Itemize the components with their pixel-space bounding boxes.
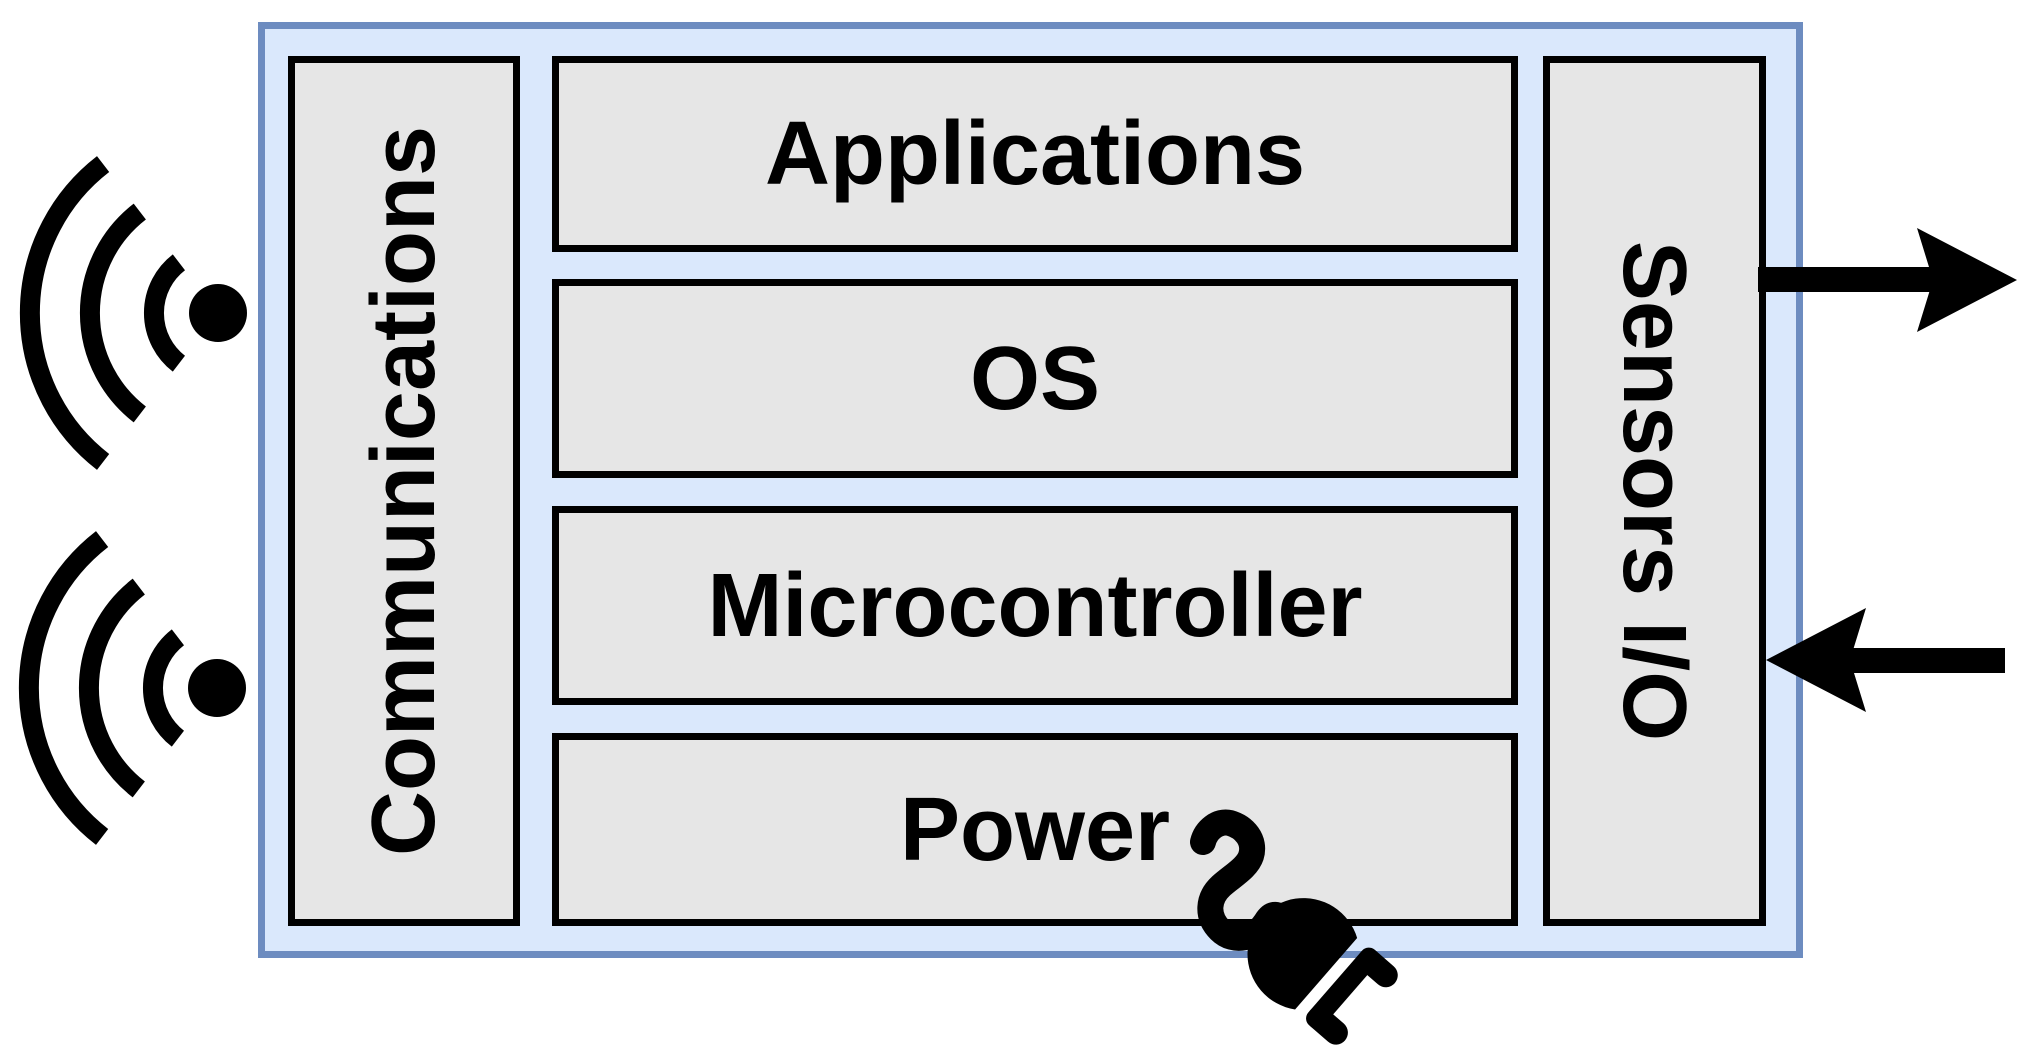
layer-box-os: OS	[552, 279, 1518, 478]
communications-label: Communications	[354, 125, 455, 857]
wifi-signal-icon	[30, 164, 247, 462]
layer-box-applications: Applications	[552, 56, 1518, 252]
applications-label: Applications	[764, 104, 1306, 204]
communications-module: Communications	[288, 56, 520, 926]
sensors-io-module: Sensors I/O	[1543, 56, 1766, 926]
wifi-signal-icon	[29, 539, 246, 837]
sensors-io-label: Sensors I/O	[1604, 240, 1705, 742]
power-label: Power	[899, 779, 1171, 880]
os-label: OS	[969, 328, 1101, 429]
microcontroller-label: Microcontroller	[707, 555, 1363, 656]
layer-box-power: Power	[552, 733, 1518, 926]
layer-box-microcontroller: Microcontroller	[552, 506, 1518, 705]
